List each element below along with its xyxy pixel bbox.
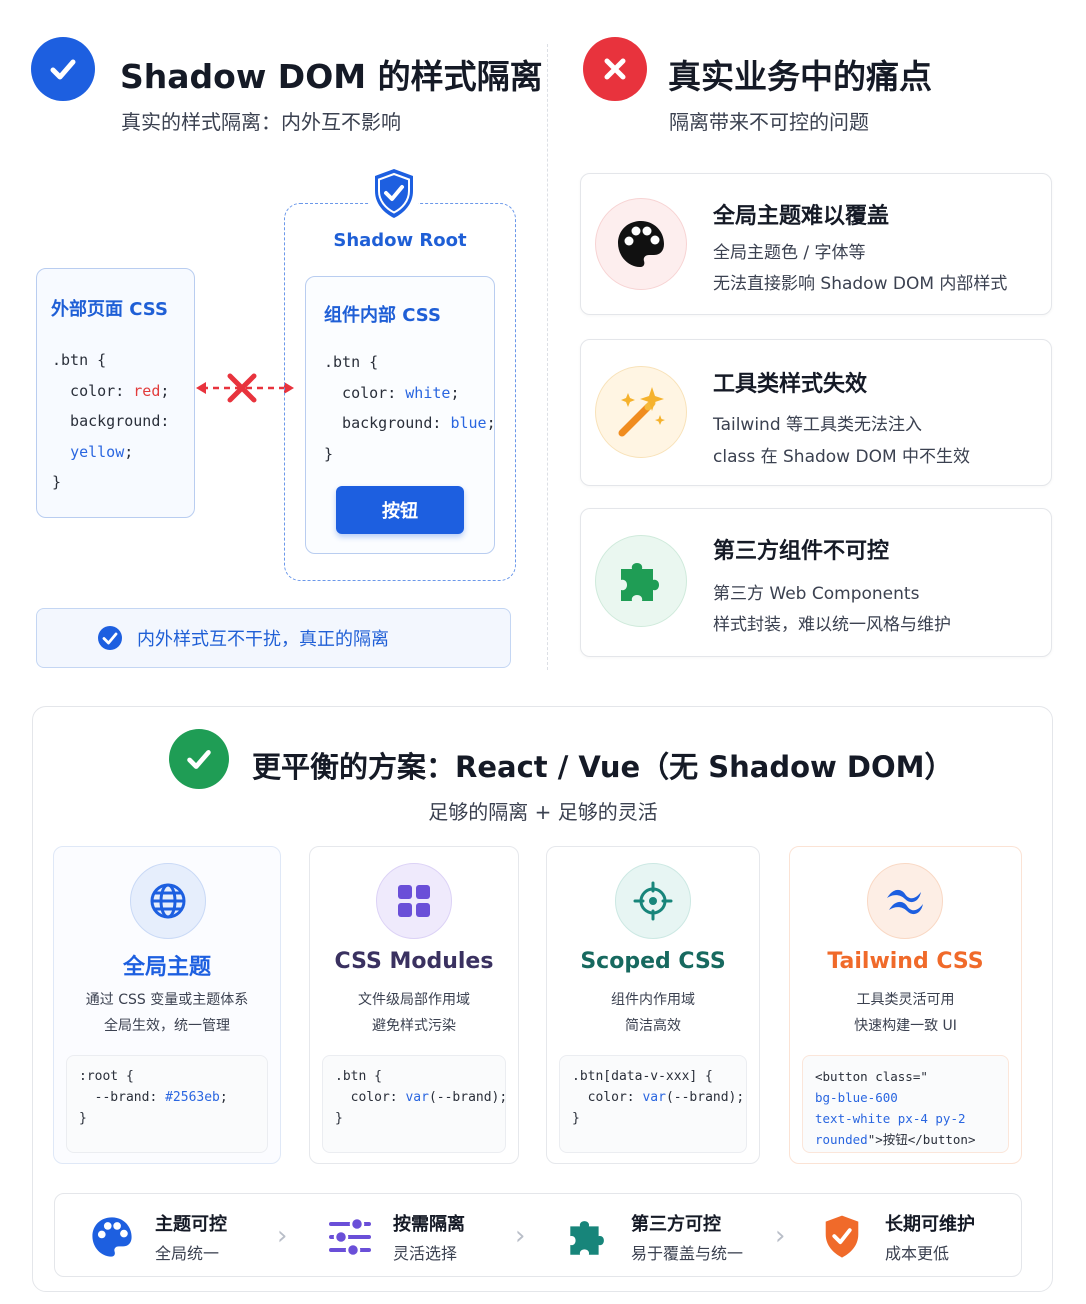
- check-circle-icon: [31, 37, 95, 101]
- solution-card-desc: 文件级局部作用域: [358, 992, 470, 1008]
- benefit-subtitle: 全局统一: [155, 1244, 220, 1263]
- solution-card-desc: 全局生效，统一管理: [104, 1018, 230, 1034]
- solution-code: .btn { color: var(--brand); }: [335, 1069, 508, 1126]
- solution-card-title: CSS Modules: [334, 949, 494, 974]
- solution-card-desc: 快速构建一致 UI: [854, 1018, 957, 1034]
- solution-card-global-theme: 全局主题 通过 CSS 变量或主题体系 全局生效，统一管理 :root { --…: [53, 846, 281, 1164]
- benefit-title: 主题可控: [155, 1214, 227, 1235]
- isolation-note-text: 内外样式互不干扰，真正的隔离: [137, 629, 389, 650]
- pain-card-line: 样式封装，难以统一风格与维护: [713, 615, 951, 635]
- solution-card-scoped-css: Scoped CSS 组件内作用域 简洁高效 .btn[data-v-xxx] …: [546, 846, 760, 1164]
- benefits-strip: 主题可控 全局统一 › 按需隔离 灵活选择 › 第三方可控 易于覆盖与统一 › …: [54, 1193, 1022, 1277]
- section-subtitle-pain-points: 隔离带来不可控的问题: [669, 110, 869, 134]
- solution-card-css-modules: CSS Modules 文件级局部作用域 避免样式污染 .btn { color…: [309, 846, 519, 1164]
- pain-card-line: class 在 Shadow DOM 中不生效: [713, 447, 971, 467]
- pain-card-global-theme: 全局主题难以覆盖 全局主题色 / 字体等 无法直接影响 Shadow DOM 内…: [580, 173, 1052, 315]
- shield-check-icon: [817, 1212, 867, 1262]
- magic-wand-icon: [595, 366, 687, 458]
- check-circle-icon: [98, 626, 122, 650]
- benefit-on-demand-isolation: 按需隔离 灵活选择: [325, 1194, 515, 1278]
- solution-code-block: .btn[data-v-xxx] { color: var(--brand); …: [559, 1055, 747, 1153]
- solution-card-title: Tailwind CSS: [827, 949, 984, 974]
- section-title-shadow-dom: Shadow DOM 的样式隔离: [120, 57, 543, 96]
- solution-code-block: :root { --brand: #2563eb; }: [66, 1055, 268, 1153]
- benefit-subtitle: 易于覆盖与统一: [631, 1244, 744, 1263]
- solution-card-desc: 简洁高效: [625, 1018, 681, 1034]
- blocked-arrow-icon: [196, 373, 294, 403]
- solution-subtitle: 足够的隔离 + 足够的灵活: [428, 800, 658, 824]
- inner-css-code: .btn { color: white; background: blue; }: [324, 353, 496, 463]
- palette-icon: [595, 198, 687, 290]
- benefit-subtitle: 成本更低: [885, 1244, 950, 1263]
- isolation-note: 内外样式互不干扰，真正的隔离: [36, 608, 511, 668]
- solution-card-desc: 工具类灵活可用: [856, 992, 955, 1008]
- solution-card-title: Scoped CSS: [580, 949, 726, 974]
- shadow-root-label: Shadow Root: [333, 230, 467, 251]
- benefit-theme-control: 主题可控 全局统一: [87, 1194, 277, 1278]
- cross-circle-icon: [583, 37, 647, 101]
- outer-css-code: .btn { color: red; background: yellow; }: [52, 351, 170, 491]
- section-subtitle-shadow-dom: 真实的样式隔离：内外互不影响: [121, 110, 401, 134]
- pain-card-line: 第三方 Web Components: [713, 584, 920, 604]
- benefit-title: 按需隔离: [393, 1214, 465, 1235]
- pain-card-line: 全局主题色 / 字体等: [713, 243, 866, 263]
- solution-code: :root { --brand: #2563eb; }: [79, 1069, 228, 1126]
- solution-card-desc: 组件内作用域: [611, 992, 695, 1008]
- benefit-third-party-control: 第三方可控 易于覆盖与统一: [563, 1194, 773, 1278]
- demo-button[interactable]: 按钮: [336, 486, 464, 534]
- puzzle-icon: [595, 535, 687, 627]
- palette-icon: [87, 1212, 137, 1262]
- outer-css-title: 外部页面 CSS: [51, 299, 168, 320]
- grid-icon: [376, 863, 452, 939]
- pain-card-utility-classes: 工具类样式失效 Tailwind 等工具类无法注入 class 在 Shadow…: [580, 339, 1052, 486]
- section-title-pain-points: 真实业务中的痛点: [668, 57, 932, 96]
- sliders-icon: [325, 1212, 375, 1262]
- solution-code-block: .btn { color: var(--brand); }: [322, 1055, 508, 1153]
- pain-card-title: 第三方组件不可控: [713, 539, 890, 564]
- chevron-right-icon: ›: [277, 1221, 288, 1251]
- globe-icon: [130, 863, 206, 939]
- solution-code-block: <button class=" bg-blue-600 text-white p…: [802, 1055, 1009, 1153]
- inner-css-box: 组件内部 CSS .btn { color: white; background…: [305, 276, 496, 554]
- solution-card-desc: 避免样式污染: [372, 1018, 456, 1034]
- benefit-maintainability: 长期可维护 成本更低: [817, 1194, 1007, 1278]
- pain-card-line: Tailwind 等工具类无法注入: [713, 415, 923, 435]
- solution-code: <button class=" bg-blue-600 text-white p…: [815, 1069, 976, 1147]
- outer-css-box: 外部页面 CSS .btn { color: red; background: …: [36, 268, 195, 518]
- pain-card-line: 无法直接影响 Shadow DOM 内部样式: [713, 274, 1008, 294]
- solution-card-tailwind: Tailwind CSS 工具类灵活可用 快速构建一致 UI <button c…: [789, 846, 1022, 1164]
- chevron-right-icon: ›: [515, 1221, 526, 1251]
- pain-card-title: 全局主题难以覆盖: [713, 204, 890, 229]
- solution-code: .btn[data-v-xxx] { color: var(--brand); …: [572, 1069, 745, 1126]
- vertical-divider: [547, 44, 548, 670]
- chevron-right-icon: ›: [775, 1221, 786, 1251]
- pain-card-third-party: 第三方组件不可控 第三方 Web Components 样式封装，难以统一风格与…: [580, 508, 1052, 657]
- solution-card-title: 全局主题: [122, 955, 211, 980]
- shield-check-icon: [370, 166, 418, 222]
- benefit-title: 长期可维护: [885, 1214, 975, 1235]
- puzzle-icon: [563, 1212, 613, 1262]
- pain-card-title: 工具类样式失效: [713, 372, 868, 397]
- benefit-subtitle: 灵活选择: [393, 1244, 458, 1263]
- inner-css-title: 组件内部 CSS: [324, 305, 441, 326]
- solution-card-desc: 通过 CSS 变量或主题体系: [85, 992, 249, 1008]
- solution-title: 更平衡的方案：React / Vue（无 Shadow DOM）: [252, 750, 954, 784]
- check-circle-icon: [169, 729, 229, 789]
- target-icon: [615, 863, 691, 939]
- benefit-title: 第三方可控: [631, 1214, 721, 1235]
- tailwind-icon: [867, 863, 943, 939]
